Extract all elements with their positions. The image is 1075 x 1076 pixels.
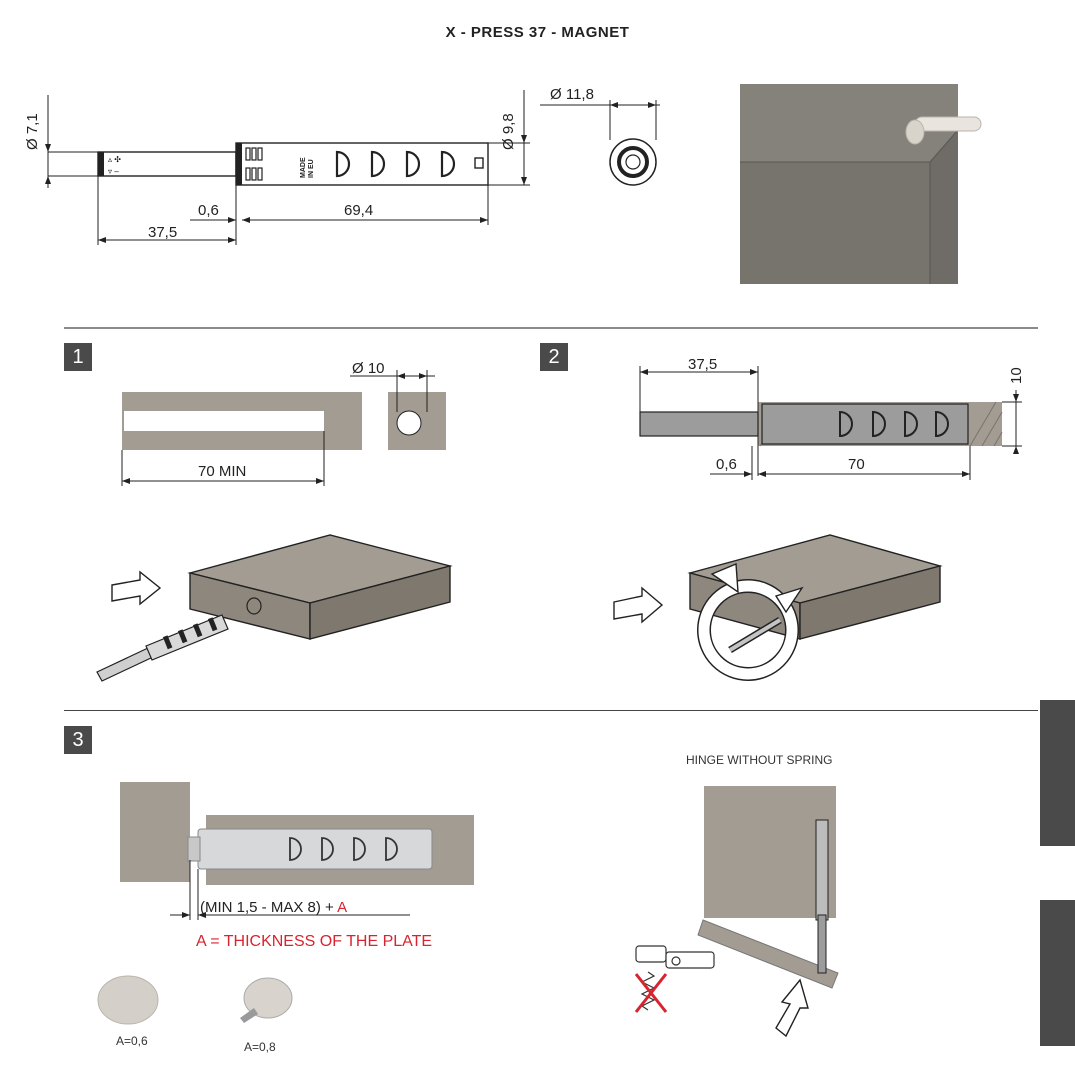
gap-rule-prefix: (MIN 1,5 - MAX 8) + xyxy=(200,899,338,916)
edge-tab-bottom xyxy=(1040,900,1075,1046)
insert-arrow-2 xyxy=(613,586,664,624)
dim-pin-length-2: 37,5 xyxy=(688,356,718,373)
body-d-marks xyxy=(335,150,456,178)
dim-min-depth: 70 MIN xyxy=(198,463,247,480)
latch-body-2 xyxy=(761,403,969,445)
gap-rule: (MIN 1,5 - MAX 8) + A xyxy=(200,899,347,916)
drill-hole-section xyxy=(124,411,324,431)
push-arrow xyxy=(775,978,809,1038)
door-panel xyxy=(120,782,190,882)
edge-tab-top xyxy=(1040,700,1075,846)
step-1-badge: 1 xyxy=(64,343,92,371)
iso-board-1 xyxy=(187,534,453,640)
step-1-drawing xyxy=(96,370,453,682)
body-cap xyxy=(236,143,242,185)
hinge-cabinet xyxy=(704,786,836,918)
hinge-icon xyxy=(635,945,715,969)
dim-body-length-2: 70 xyxy=(848,456,865,473)
body-slots xyxy=(245,147,263,181)
spring-crossed-icon xyxy=(634,971,668,1013)
dim-cap-diameter: Ø 11,8 xyxy=(550,86,594,103)
pin-tip xyxy=(98,152,104,176)
top-technical-drawing: ▵ ✣ ▿ – xyxy=(45,84,1038,329)
dim-pin-diameter: Ø 7,1 xyxy=(24,113,41,150)
body-outline xyxy=(235,142,489,186)
step-3-drawing xyxy=(97,782,839,1038)
adhesive-plate xyxy=(97,975,159,1025)
dim-gap: 0,6 xyxy=(198,202,219,219)
plate-b-label: A=0,8 xyxy=(244,1040,276,1054)
page-title: X - PRESS 37 - MAGNET xyxy=(445,24,630,41)
dim-body-length: 69,4 xyxy=(344,202,374,219)
latch-pin-2 xyxy=(639,411,759,437)
step-2-badge: 2 xyxy=(540,343,568,371)
pin-mark-plus: ▵ ✣ xyxy=(108,155,121,164)
dim-body-diameter: Ø 9,8 xyxy=(500,113,517,150)
plate-a-label: A=0,6 xyxy=(116,1034,148,1048)
gap-rule-a: A xyxy=(337,899,348,916)
dim-pin-length: 37,5 xyxy=(148,224,178,241)
screw-plate xyxy=(240,977,293,1023)
made-in-eu-label: MADE IN EU xyxy=(300,157,315,178)
plate-thickness-note: A = THICKNESS OF THE PLATE xyxy=(196,933,433,950)
top-dim-lines xyxy=(47,90,530,245)
rotation-indicator xyxy=(697,562,804,681)
hinge-door-open xyxy=(697,919,839,989)
dim-width-2: 10 xyxy=(1008,367,1025,384)
dim-gap-2: 0,6 xyxy=(716,456,737,473)
top-dim-arrows xyxy=(45,135,527,243)
step-2-drawing xyxy=(613,366,1022,681)
iso-latch-1 xyxy=(96,614,229,682)
hinge-title: HINGE WITHOUT SPRING xyxy=(686,753,833,767)
cabinet-photo-push-latch xyxy=(905,116,982,145)
pin-mark-minus: ▿ – xyxy=(108,167,119,176)
insert-arrow-1 xyxy=(111,570,162,606)
step-3-badge: 3 xyxy=(64,726,92,754)
section-divider xyxy=(64,710,1038,711)
dim-hole-diameter: Ø 10 xyxy=(352,360,385,377)
